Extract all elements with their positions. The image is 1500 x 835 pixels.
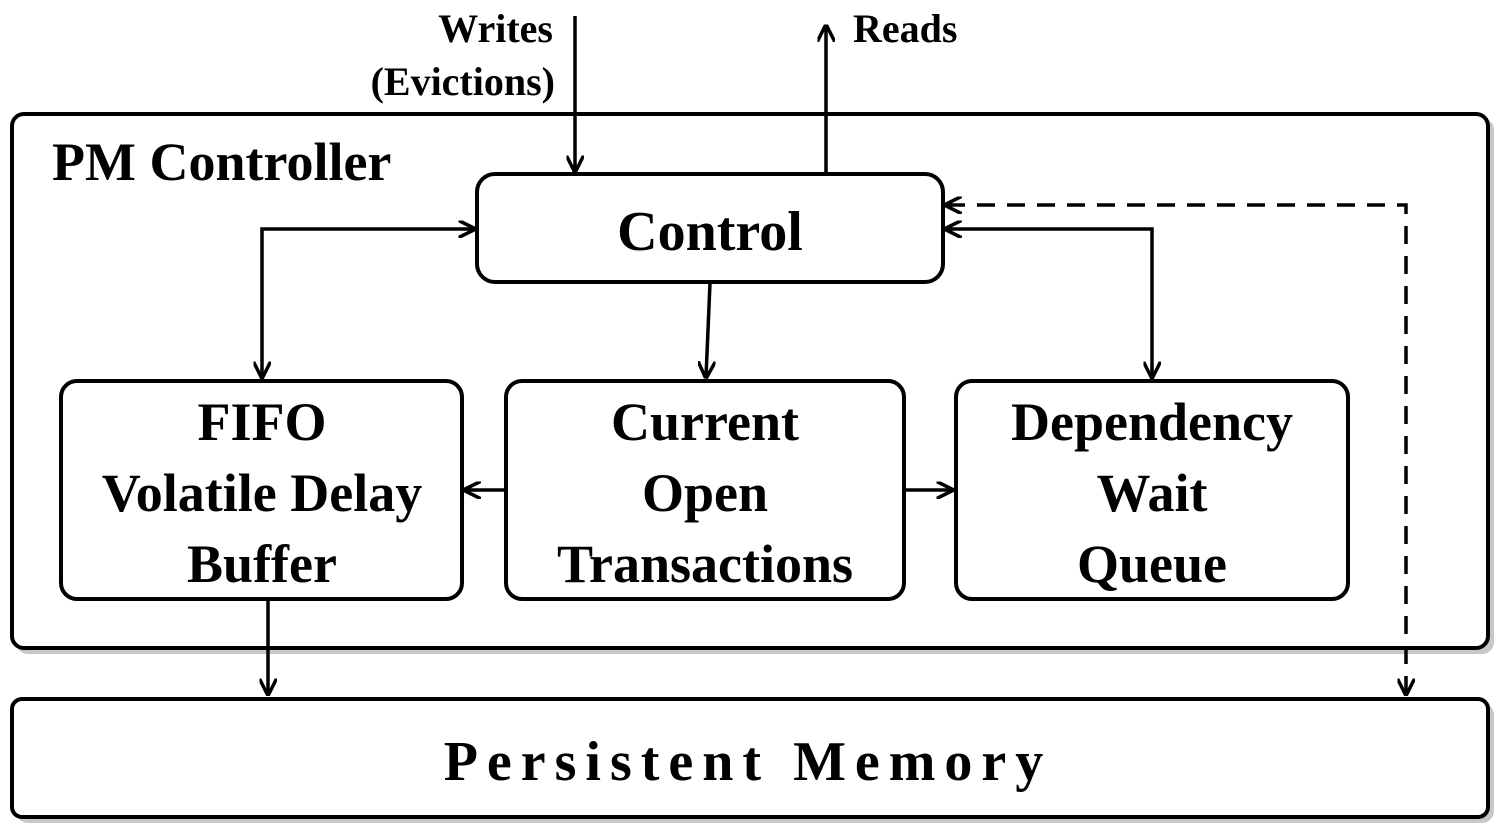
fifo-line-2: Volatile Delay <box>102 463 422 523</box>
fifo-buffer-box <box>59 379 464 601</box>
control-box <box>475 172 945 284</box>
dwq-line-1: Dependency <box>1011 392 1293 452</box>
dwq-line-3: Queue <box>1077 534 1227 594</box>
memory-control-dashed-arrow <box>946 205 1406 694</box>
control-label: Control <box>617 201 803 263</box>
control-fifo-arrow <box>262 229 474 377</box>
control-cot-arrow <box>706 282 710 377</box>
controller-title: PM Controller <box>52 132 391 192</box>
evictions-label: (Evictions) <box>371 59 555 104</box>
dwq-line-2: Wait <box>1096 463 1207 523</box>
persistent-memory-box <box>10 697 1490 819</box>
persistent-memory-label: Persistent Memory <box>444 731 1053 793</box>
reads-label: Reads <box>853 6 957 51</box>
cot-line-2: Open <box>642 463 768 523</box>
fifo-line-1: FIFO <box>198 392 327 452</box>
cot-line-3: Transactions <box>557 534 853 594</box>
fifo-line-3: Buffer <box>187 534 337 594</box>
writes-label: Writes <box>438 6 553 51</box>
cot-line-1: Current <box>611 392 799 452</box>
